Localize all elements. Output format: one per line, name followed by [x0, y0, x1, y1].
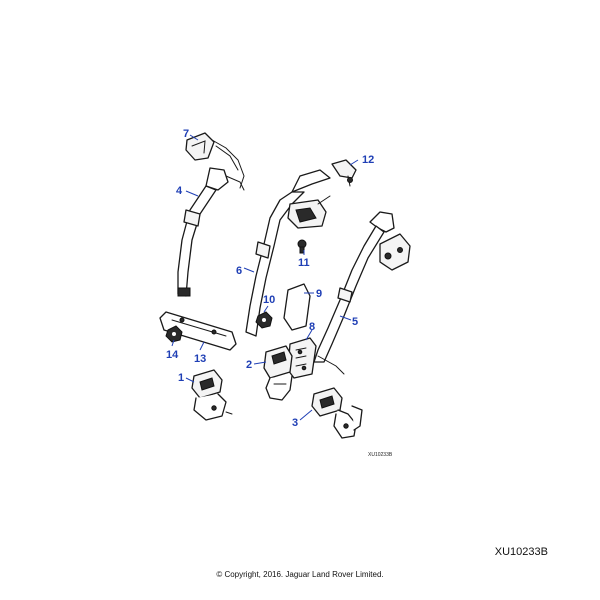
part-4-rear-belt-left[interactable] — [177, 167, 245, 297]
part-6-centre-belt-retractor[interactable] — [245, 169, 331, 337]
callout-10: 10 — [263, 294, 275, 306]
callout-14: 14 — [166, 349, 179, 361]
part-2-centre-buckle[interactable] — [263, 345, 293, 401]
callout-8: 8 — [309, 321, 315, 333]
part-7-upper-anchor-cover[interactable] — [185, 132, 245, 189]
callout-leaders — [171, 134, 359, 421]
callout-13: 13 — [194, 353, 206, 365]
callout-5: 5 — [352, 316, 358, 328]
part-3-right-buckle[interactable] — [311, 387, 363, 439]
illustration-reference-code: XU10233B — [494, 546, 548, 558]
part-13-anchor-plate[interactable] — [159, 311, 237, 351]
callout-6: 6 — [236, 265, 242, 277]
callout-2: 2 — [246, 359, 252, 371]
part-14-nut[interactable] — [165, 325, 183, 343]
part-9-trim-pad[interactable] — [283, 283, 311, 331]
callout-3: 3 — [292, 417, 298, 429]
callout-1: 1 — [178, 372, 184, 384]
callout-12: 12 — [362, 154, 374, 166]
part-8-buckle-bracket[interactable] — [287, 337, 317, 379]
part-10-nut[interactable] — [255, 311, 273, 329]
callout-4: 4 — [176, 185, 183, 197]
part-11-bolt[interactable] — [297, 239, 307, 254]
callout-7: 7 — [183, 128, 189, 140]
copyright-notice: © Copyright, 2016. Jaguar Land Rover Lim… — [216, 570, 384, 579]
part-1-left-buckle[interactable] — [191, 369, 233, 421]
part-5-rear-belt-right[interactable] — [313, 211, 411, 375]
callout-11: 11 — [298, 257, 310, 269]
callout-9: 9 — [316, 288, 322, 300]
diagram-ref-small: XU10233B — [368, 452, 393, 458]
